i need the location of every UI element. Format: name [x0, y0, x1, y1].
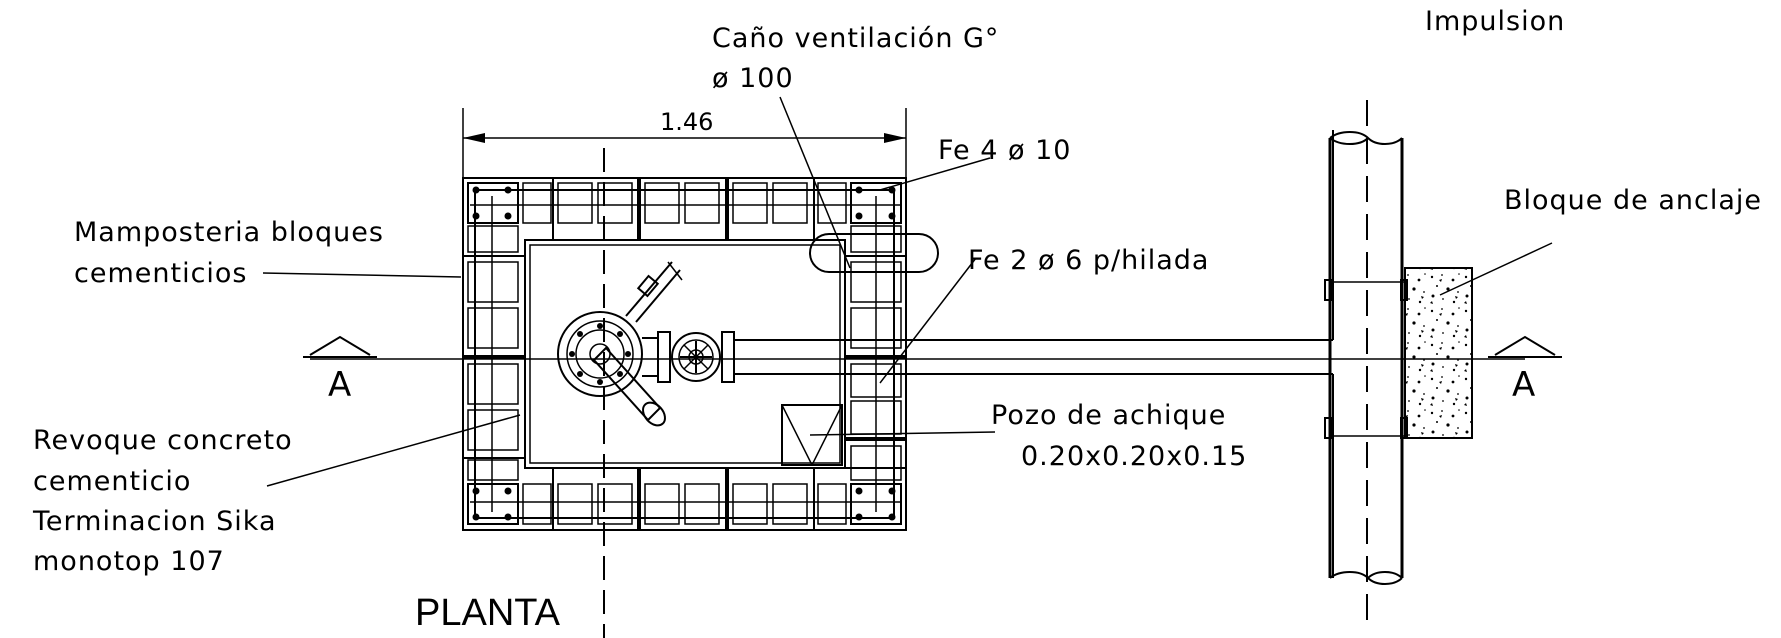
top-blocks [522, 177, 847, 241]
section-marker-right [1488, 335, 1562, 358]
left-blocks [462, 225, 526, 481]
main-pipe [1324, 131, 1408, 585]
bottom-blocks [522, 467, 847, 531]
label-vent-pipe-line1: Caño ventilación G° [712, 23, 999, 54]
drawing-title: PLANTA [415, 592, 561, 634]
label-impulsion: Impulsion [1425, 6, 1565, 37]
branch-pipe [642, 130, 1334, 578]
butterfly-valve [657, 331, 735, 383]
label-vent-pipe-line2: ø 100 [712, 63, 794, 94]
gate-valve [557, 261, 683, 427]
rebar-lines [470, 196, 900, 512]
label-fe4: Fe 4 ø 10 [938, 135, 1071, 166]
label-bloque-anclaje: Bloque de anclaje [1504, 185, 1762, 216]
dimension-line [462, 108, 907, 178]
label-mamposteria-line2: cementicios [74, 258, 248, 289]
masonry-box [462, 177, 907, 531]
label-revoque-line4: monotop 107 [33, 546, 225, 577]
corner-columns [467, 182, 902, 525]
label-pozo-line1: Pozo de achique [991, 400, 1226, 431]
anchoring-block [1404, 267, 1473, 439]
ventilation-pipe [809, 233, 939, 273]
label-revoque-line1: Revoque concreto [33, 425, 293, 456]
label-mamposteria-line1: Mamposteria bloques [74, 217, 384, 248]
label-revoque-line3: Terminacion Sika [32, 506, 277, 537]
dimension-label: 1.46 [660, 108, 713, 136]
label-fe2: Fe 2 ø 6 p/hilada [968, 245, 1209, 276]
section-label-right: A [1512, 365, 1535, 405]
label-revoque-line2: cementicio [33, 466, 191, 497]
section-label-left: A [328, 365, 351, 405]
label-pozo-line2: 0.20x0.20x0.15 [1021, 441, 1247, 472]
leader-lines [262, 96, 1553, 487]
section-marker-left [303, 335, 377, 358]
